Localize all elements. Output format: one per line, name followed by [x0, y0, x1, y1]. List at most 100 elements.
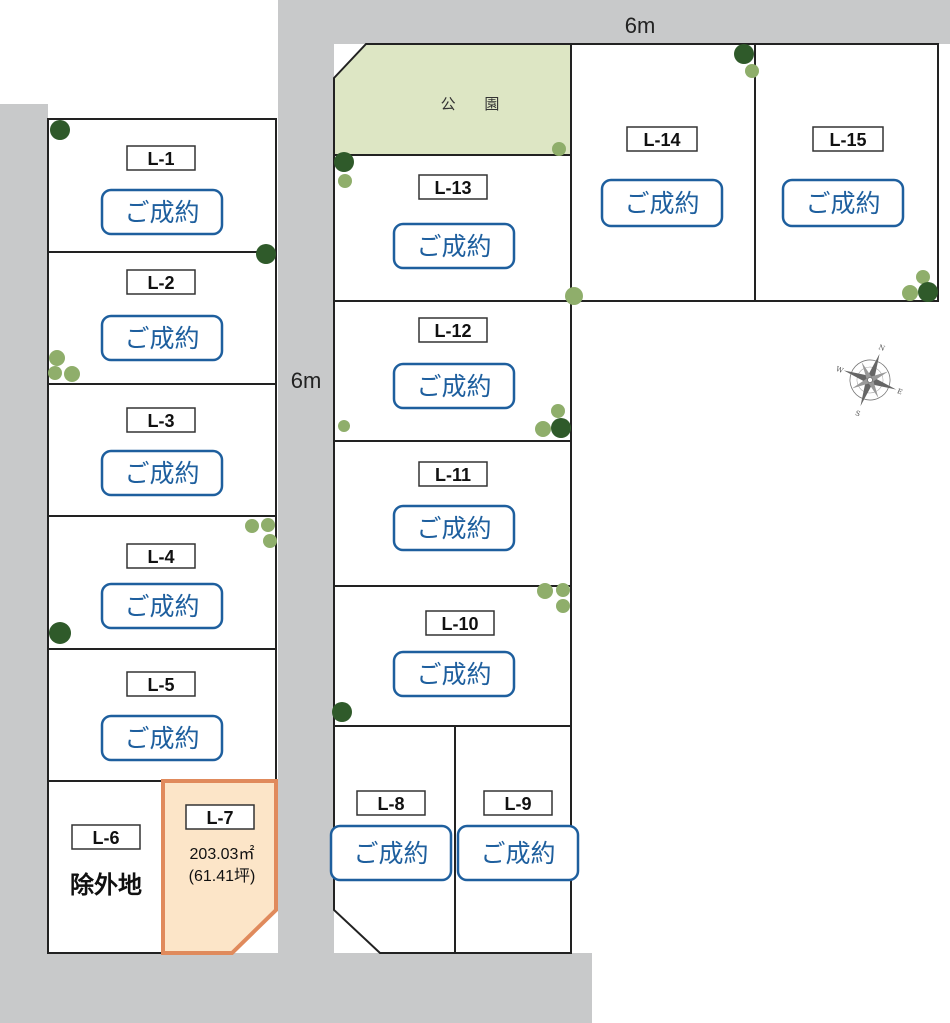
svg-text:ご成約: ご成約 [124, 724, 199, 753]
lot-id-labels: L-1 L-2 L-3 L-4 L-5 L-6 L-7 L-8 L-9 L-10… [71, 126, 884, 850]
road-middle-width: 6m [291, 368, 322, 393]
road-top [278, 0, 950, 44]
svg-text:L-1: L-1 [148, 149, 175, 169]
excluded-label-L-6: 除外地 [70, 871, 142, 899]
svg-text:L-13: L-13 [434, 178, 471, 198]
sold-badges: ご成約 ご成約 ご成約 ご成約 ご成約 ご成約 ご成約 ご成約 ご成約 ご成約 … [100, 178, 905, 882]
tree [535, 421, 551, 437]
tree [902, 285, 918, 301]
tree [918, 282, 938, 302]
svg-text:ご成約: ご成約 [124, 459, 199, 488]
lot-label-L-14: L-14 [626, 126, 698, 152]
lot-L-10[interactable] [333, 585, 572, 727]
tree [734, 44, 754, 64]
tree [50, 120, 70, 140]
road-left [0, 104, 48, 1023]
lot-label-L-6: L-6 [71, 824, 141, 850]
sold-badge-L-9: ご成約 [456, 824, 580, 882]
tree [332, 702, 352, 722]
lot-label-L-8: L-8 [356, 790, 426, 816]
svg-text:ご成約: ご成約 [124, 592, 199, 621]
sold-badge-L-1: ご成約 [100, 188, 224, 236]
lot-L-7-area-tsubo: (61.41坪) [189, 867, 256, 885]
svg-text:L-15: L-15 [829, 130, 866, 150]
compass-north: N [877, 343, 885, 353]
svg-text:ご成約: ご成約 [124, 324, 199, 353]
lot-L-14[interactable] [570, 43, 756, 302]
lot-label-L-9: L-9 [483, 790, 553, 816]
compass-west: W [835, 365, 845, 375]
tree [565, 287, 583, 305]
lot-label-L-11: L-11 [418, 461, 488, 487]
svg-text:L-7: L-7 [207, 808, 234, 828]
svg-text:L-3: L-3 [148, 411, 175, 431]
svg-text:ご成約: ご成約 [416, 514, 491, 543]
compass-icon: N E S W [835, 343, 904, 418]
tree [745, 64, 759, 78]
compass-south: S [854, 409, 861, 418]
tree [49, 350, 65, 366]
sold-badge-L-14: ご成約 [600, 178, 724, 228]
sold-badge-L-10: ご成約 [392, 650, 516, 698]
svg-text:L-10: L-10 [441, 614, 478, 634]
sold-badge-L-8: ご成約 [329, 824, 453, 882]
tree [256, 244, 276, 264]
tree [552, 142, 566, 156]
tree [551, 404, 565, 418]
lot-L-6[interactable] [47, 780, 164, 954]
road-middle [278, 0, 334, 1023]
sold-badge-L-2: ご成約 [100, 314, 224, 362]
sold-badge-L-11: ご成約 [392, 504, 516, 552]
tree [261, 518, 275, 532]
road-top-width: 6m [625, 13, 656, 38]
tree [556, 599, 570, 613]
lot-label-L-5: L-5 [126, 671, 196, 697]
lot-label-L-3: L-3 [126, 407, 196, 433]
svg-text:L-4: L-4 [148, 547, 175, 567]
svg-text:ご成約: ご成約 [124, 198, 199, 227]
lot-label-L-1: L-1 [126, 145, 196, 171]
compass-east: E [896, 387, 904, 396]
svg-text:ご成約: ご成約 [416, 232, 491, 261]
sold-badge-L-5: ご成約 [100, 714, 224, 762]
tree [64, 366, 80, 382]
tree [245, 519, 259, 533]
tree [556, 583, 570, 597]
lot-label-L-15: L-15 [812, 126, 884, 152]
svg-text:L-12: L-12 [434, 321, 471, 341]
svg-text:ご成約: ご成約 [416, 372, 491, 401]
tree [263, 534, 277, 548]
lot-label-L-10: L-10 [425, 610, 495, 636]
lot-label-L-13: L-13 [418, 174, 488, 200]
svg-text:L-14: L-14 [643, 130, 680, 150]
tree [338, 420, 350, 432]
lot-label-L-4: L-4 [126, 543, 196, 569]
svg-text:ご成約: ご成約 [353, 839, 428, 868]
sold-badge-L-13: ご成約 [392, 222, 516, 270]
lot-L-7-area-m2: 203.03㎡ [190, 845, 255, 863]
svg-text:L-5: L-5 [148, 675, 175, 695]
road-bottom [0, 953, 592, 1023]
tree [537, 583, 553, 599]
sold-badge-L-4: ご成約 [100, 582, 224, 630]
tree [551, 418, 571, 438]
lot-label-L-7: L-7 [185, 804, 255, 830]
lots-right [570, 43, 939, 302]
lot-label-L-2: L-2 [126, 269, 196, 295]
tree [334, 152, 354, 172]
sold-badge-L-12: ご成約 [392, 362, 516, 410]
svg-text:ご成約: ご成約 [805, 189, 880, 218]
svg-text:L-2: L-2 [148, 273, 175, 293]
park-label: 公 園 [441, 95, 512, 113]
svg-text:ご成約: ご成約 [480, 839, 555, 868]
trees [48, 44, 938, 722]
svg-text:L-9: L-9 [505, 794, 532, 814]
svg-text:ご成約: ご成約 [624, 189, 699, 218]
lot-L-15[interactable] [754, 43, 939, 302]
tree [916, 270, 930, 284]
sold-badge-L-15: ご成約 [781, 178, 905, 228]
sold-badge-L-3: ご成約 [100, 449, 224, 497]
svg-text:ご成約: ご成約 [416, 660, 491, 689]
